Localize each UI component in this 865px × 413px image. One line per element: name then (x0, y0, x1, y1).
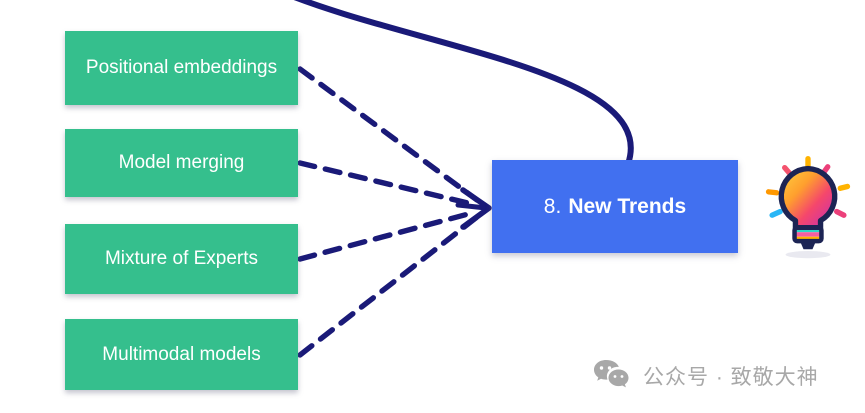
center-node-number: 8. (543, 194, 562, 218)
center-node-new-trends: 8. New Trends (492, 160, 738, 253)
dashed-connector (297, 214, 480, 358)
branch-node-positional-embeddings: Positional embeddings (65, 31, 298, 105)
arrowhead-icon (460, 187, 492, 230)
branch-node-label: Model merging (118, 152, 245, 174)
lightbulb-icon (765, 156, 851, 259)
branch-node-label: Mixture of Experts (104, 248, 259, 270)
branch-node-multimodal-models: Multimodal models (65, 319, 298, 390)
dashed-connector (297, 160, 475, 207)
branch-node-model-merging: Model merging (65, 129, 298, 197)
branch-node-label: Multimodal models (102, 343, 261, 365)
dashed-connector (297, 66, 480, 203)
wechat-icon (594, 360, 629, 388)
branch-node-label: Positional embeddings (85, 57, 278, 79)
center-node-title: New Trends (568, 194, 687, 218)
branch-node-mixture-of-experts: Mixture of Experts (65, 224, 298, 294)
dashed-connector (297, 210, 475, 262)
watermark: 公众号 · 致敬大神 (592, 358, 819, 394)
solid-curve-connector (293, 0, 634, 165)
watermark-text: 公众号 · 致敬大神 (643, 366, 819, 389)
arrowhead-icon (455, 202, 489, 211)
